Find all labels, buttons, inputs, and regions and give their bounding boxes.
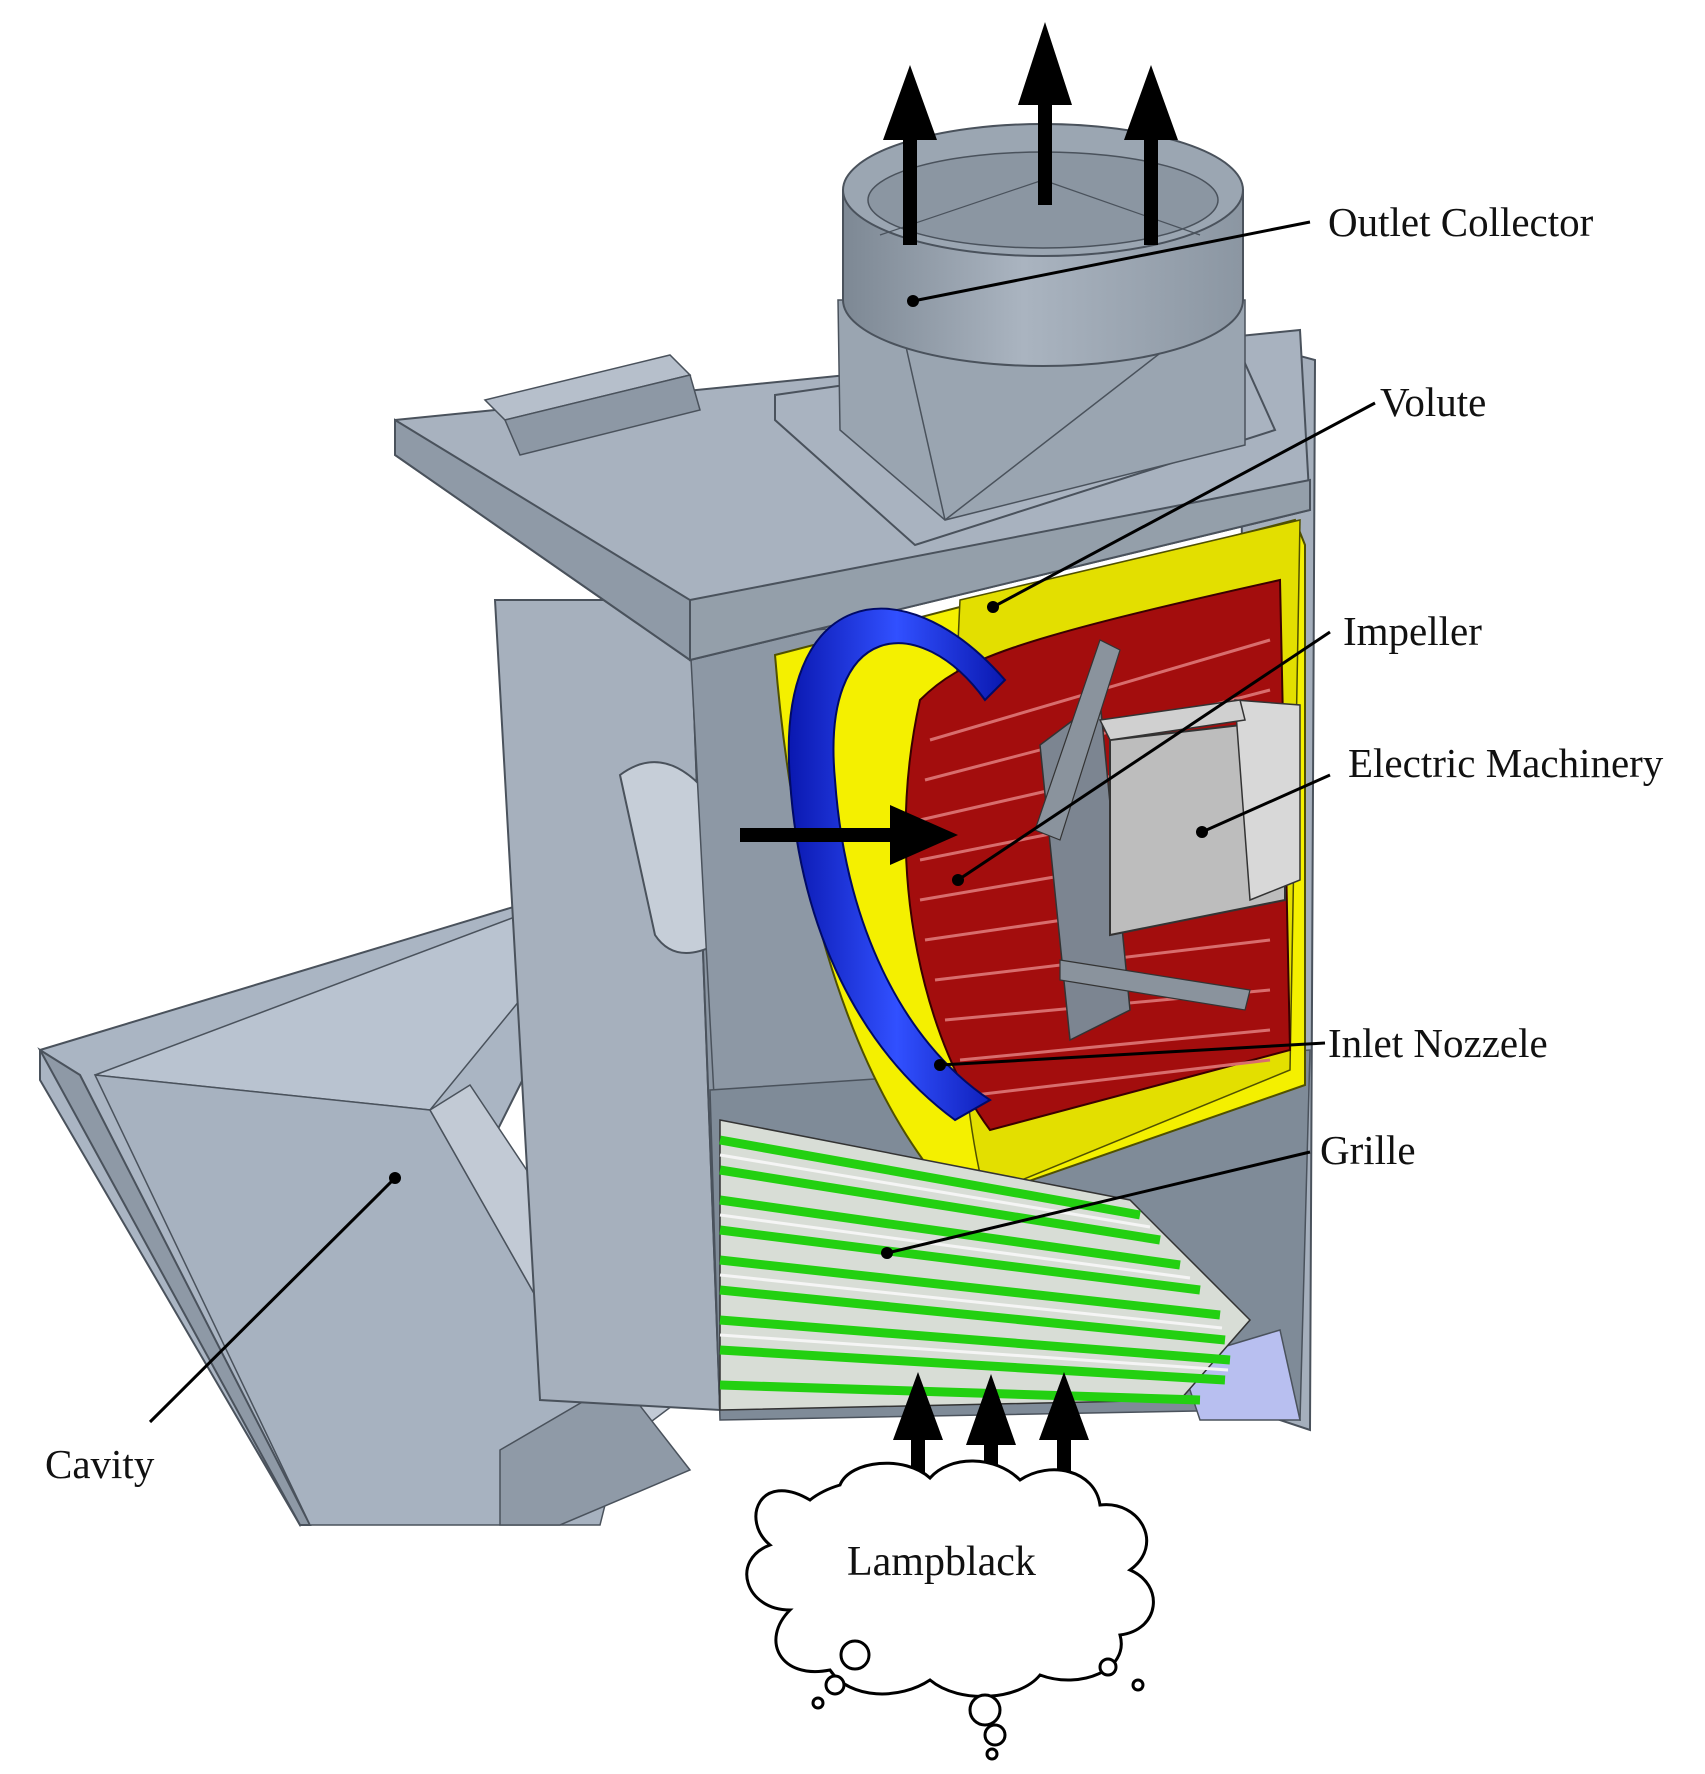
labels: Outlet Collector Volute Impeller Electri…: [45, 199, 1664, 1585]
outlet-arrow-left-icon: [883, 65, 937, 245]
label-outlet-collector: Outlet Collector: [1328, 199, 1594, 245]
outlet-flow-arrows: [883, 22, 1178, 245]
grille: [719, 1119, 1252, 1411]
leader-inlet-nozzle: [934, 1041, 1326, 1071]
lampblack-arrow-left-icon: [893, 1372, 943, 1480]
leader-grille: [881, 1150, 1311, 1259]
leader-lines: [148, 220, 1376, 1424]
inlet-nozzle: [787, 607, 1007, 1122]
label-impeller: Impeller: [1343, 608, 1482, 654]
label-inlet-nozzle: Inlet Nozzele: [1328, 1020, 1548, 1066]
leader-electric-machinery: [1196, 773, 1331, 838]
leader-outlet-collector: [907, 220, 1311, 307]
outlet-arrow-right-icon: [1124, 65, 1178, 245]
label-grille: Grille: [1320, 1127, 1416, 1173]
label-electric-machinery: Electric Machinery: [1348, 740, 1664, 786]
label-lampblack: Lampblack: [847, 1539, 1036, 1585]
label-cavity: Cavity: [45, 1441, 155, 1487]
label-volute: Volute: [1380, 379, 1486, 425]
leader-impeller: [952, 630, 1331, 886]
leader-volute: [987, 401, 1376, 613]
outlet-arrow-center-icon: [1018, 22, 1072, 205]
inlet-flow-arrow-icon: [740, 805, 958, 865]
leader-cavity: [148, 1172, 401, 1424]
outlet-collector: [774, 123, 1277, 547]
lampblack-arrow-right-icon: [1039, 1372, 1089, 1480]
lampblack-cloud: [745, 1459, 1155, 1761]
